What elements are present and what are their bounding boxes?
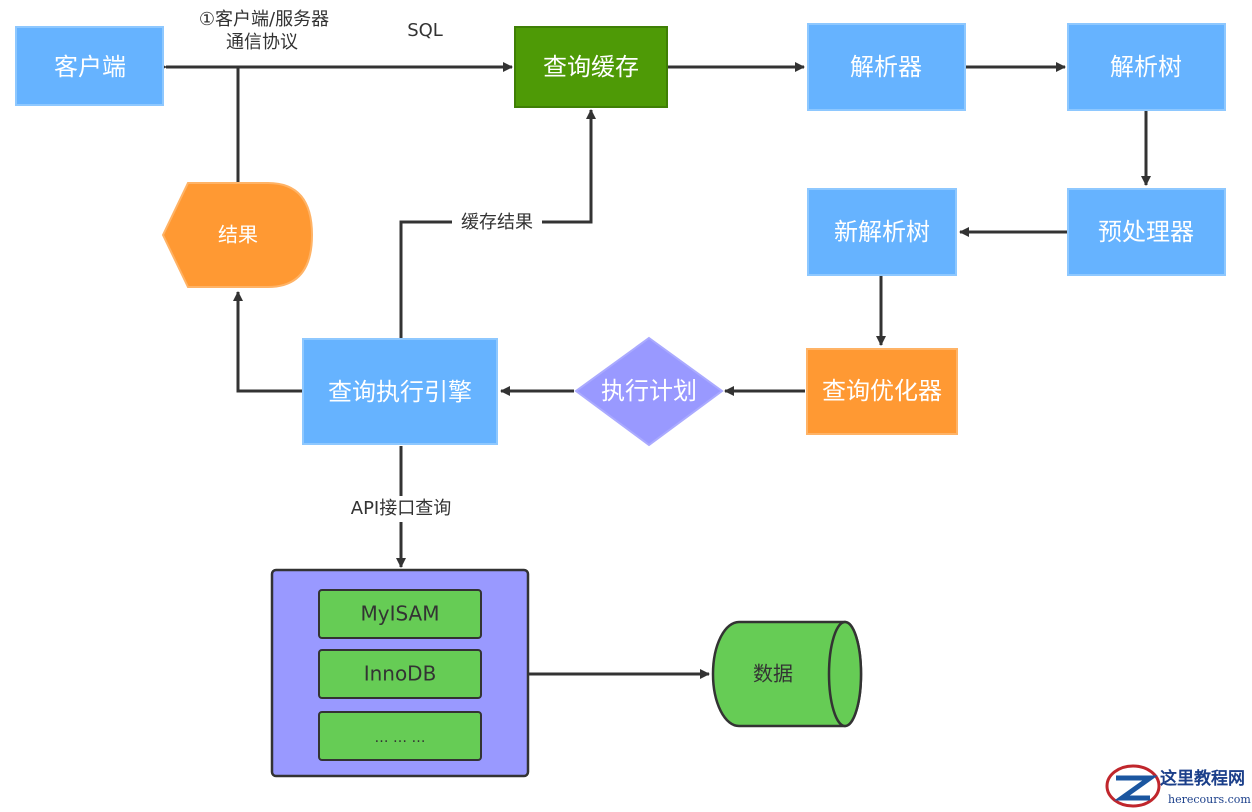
svg-text:解析器: 解析器 bbox=[850, 53, 922, 81]
label-protocol-line2: 通信协议 bbox=[226, 32, 298, 53]
parser-node: 解析器 bbox=[807, 23, 966, 111]
svg-text:新解析树: 新解析树 bbox=[834, 218, 930, 246]
svg-text:查询执行引擎: 查询执行引擎 bbox=[328, 378, 472, 406]
label-protocol-line1: ①客户端/服务器 bbox=[199, 9, 329, 30]
svg-text:查询缓存: 查询缓存 bbox=[543, 53, 639, 81]
result-node: 结果 bbox=[161, 182, 314, 288]
engine-myisam: MyISAM bbox=[318, 589, 482, 639]
svg-text:herecours.com: herecours.com bbox=[1168, 793, 1251, 806]
label-api-query: API接口查询 bbox=[351, 498, 451, 519]
svg-text:执行计划: 执行计划 bbox=[601, 377, 697, 405]
label-cache-result: 缓存结果 bbox=[461, 212, 533, 233]
storage-engine-container: MyISAM InnoDB … … … bbox=[270, 568, 530, 778]
preprocessor-node: 预处理器 bbox=[1067, 188, 1226, 276]
svg-text:MyISAM: MyISAM bbox=[361, 602, 440, 626]
client-node: 客户端 bbox=[15, 26, 164, 106]
query-engine-node: 查询执行引擎 bbox=[302, 338, 498, 445]
edge-engine-result bbox=[233, 291, 303, 393]
svg-text:预处理器: 预处理器 bbox=[1098, 218, 1194, 246]
parse-tree-node: 解析树 bbox=[1067, 23, 1226, 111]
svg-text:这里教程网: 这里教程网 bbox=[1160, 768, 1245, 789]
svg-text:查询优化器: 查询优化器 bbox=[822, 377, 942, 405]
svg-text:数据: 数据 bbox=[753, 662, 793, 686]
svg-text:结果: 结果 bbox=[218, 223, 258, 247]
data-cylinder: 数据 bbox=[711, 620, 863, 728]
svg-text:InnoDB: InnoDB bbox=[364, 662, 437, 686]
label-sql: SQL bbox=[407, 20, 443, 41]
query-optimizer-node: 查询优化器 bbox=[806, 348, 958, 435]
execution-plan-node: 执行计划 bbox=[574, 336, 724, 447]
engine-innodb: InnoDB bbox=[318, 649, 482, 699]
svg-text:客户端: 客户端 bbox=[54, 53, 126, 81]
new-parse-tree-node: 新解析树 bbox=[807, 188, 957, 276]
engine-more: … … … bbox=[318, 711, 482, 761]
svg-text:解析树: 解析树 bbox=[1110, 53, 1182, 81]
svg-text:… … …: … … … bbox=[375, 730, 426, 746]
query-cache-node: 查询缓存 bbox=[514, 26, 668, 108]
watermark-logo: 这里教程网 herecours.com bbox=[1105, 764, 1251, 808]
